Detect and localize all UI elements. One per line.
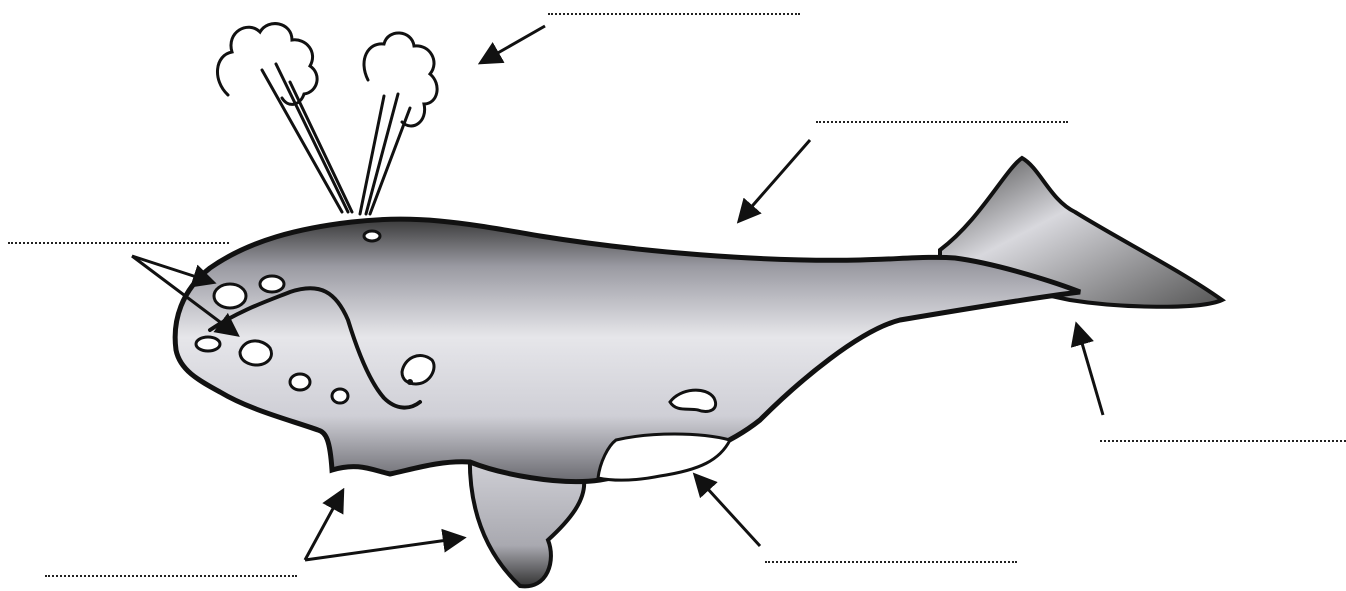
eye-icon (407, 379, 413, 385)
spout-icon (217, 24, 437, 214)
belly-patch (598, 434, 730, 480)
